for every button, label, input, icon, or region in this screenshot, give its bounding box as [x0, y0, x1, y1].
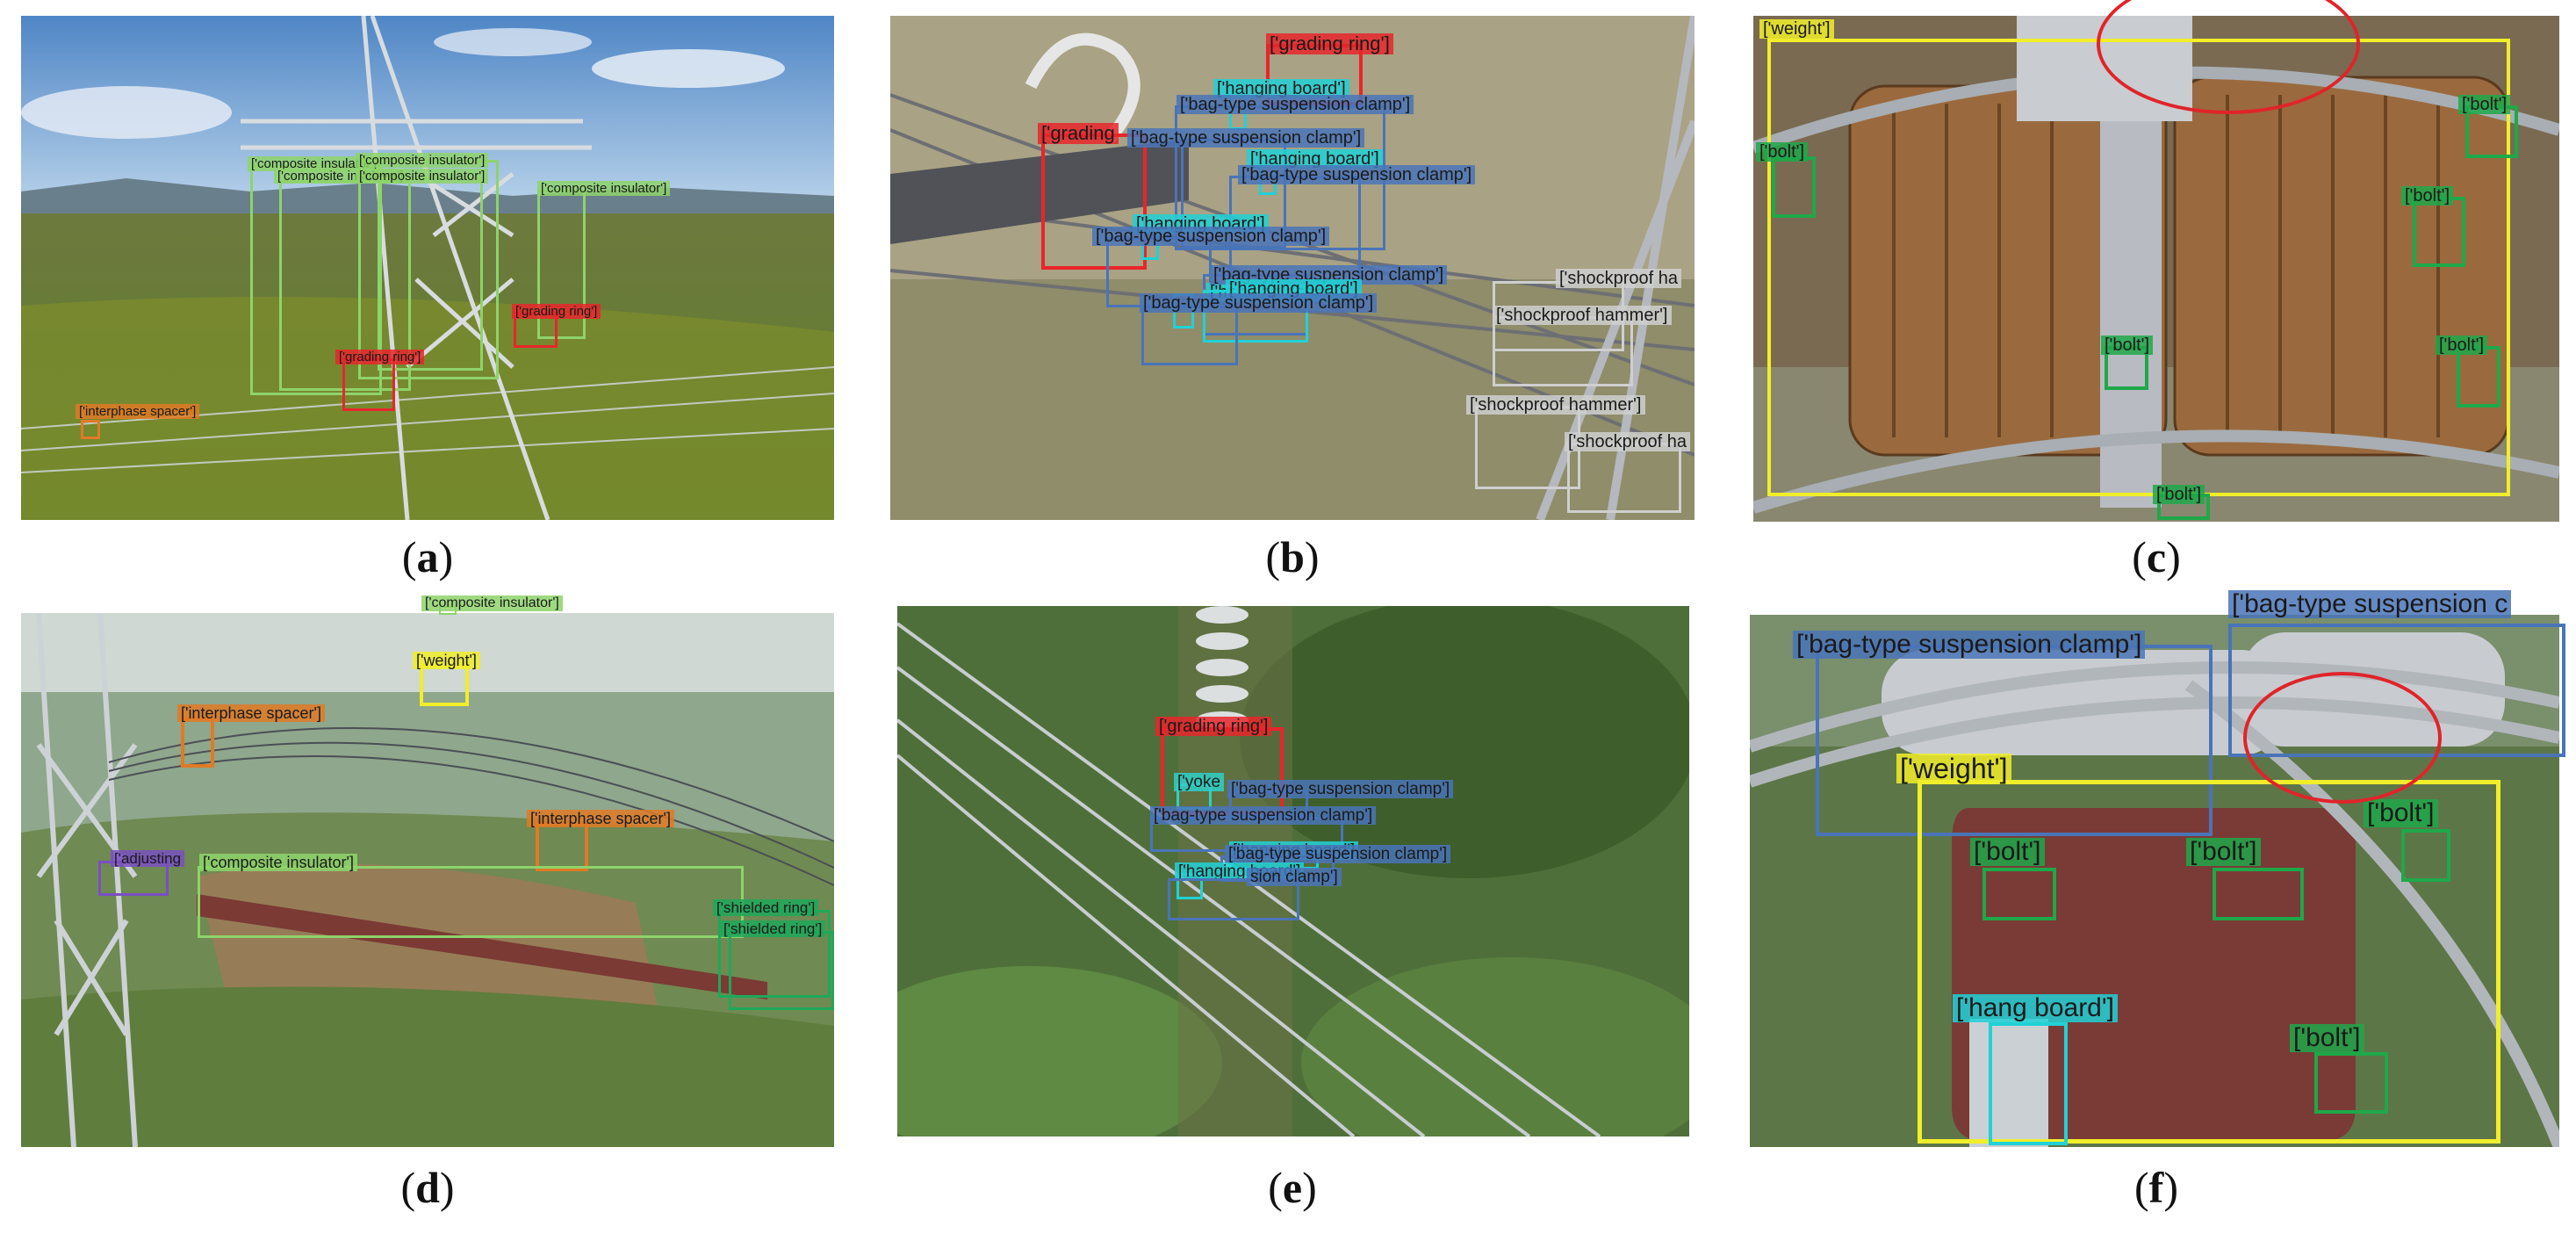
bbox-label-bolt: ['bolt']: [2186, 838, 2261, 866]
bbox-label-clamp: ['bag-type suspension clamp']: [1140, 293, 1378, 313]
bbox-label-composite: ['composite insulator']: [356, 153, 489, 168]
bbox-bolt: [2213, 868, 2304, 920]
panel-a-photo: [21, 16, 834, 520]
bbox-label-weight: ['weight']: [1896, 754, 2011, 783]
bbox-hanging: [1989, 1022, 2068, 1145]
bbox-label-bolt: ['bolt']: [2401, 186, 2453, 206]
bbox-grading: [342, 358, 395, 411]
caption-e: (e): [1268, 1163, 1317, 1212]
bbox-interphase: [81, 420, 100, 439]
bbox-label-clamp: ['bag-type suspension clamp']: [1227, 780, 1454, 798]
bbox-label-composite: ['composite insulator']: [199, 854, 357, 871]
bbox-label-clamp: ['bag-type suspension clamp']: [1793, 631, 2146, 659]
bbox-label-clamp: ['bag-type suspension clamp']: [1225, 845, 1451, 863]
bbox-label-shielded: ['shielded ring']: [713, 899, 819, 916]
bbox-label-clamp: ['bag-type suspension clamp']: [1238, 165, 1476, 184]
bbox-label-shockproof: ['shockproof ha: [1565, 432, 1691, 451]
bbox-label-grading: ['grading: [1038, 123, 1119, 144]
bbox-label-interphase: ['interphase spacer']: [527, 810, 674, 827]
bbox-label-composite: ['composite insulator']: [421, 595, 563, 611]
bbox-interphase: [181, 717, 214, 768]
bbox-label-hanging: ['hanging board']: [1247, 149, 1383, 169]
highlight-ellipse: [2243, 672, 2442, 804]
bbox-shockproof: [1493, 316, 1633, 386]
bbox-label-interphase: ['interphase spacer']: [177, 704, 325, 722]
bbox-label-clamp: ['bag-type suspension clamp']: [1150, 806, 1377, 825]
bbox-weight: [1767, 39, 2510, 496]
bbox-label-hanging: ['hanging board']: [1213, 79, 1349, 98]
bbox-shockproof: [1567, 443, 1681, 513]
bbox-weight: [420, 664, 469, 706]
bbox-label-clamp: ['bag-type suspension clamp']: [1127, 128, 1365, 148]
bbox-label-yoke: ['yoke: [1174, 773, 1225, 791]
bbox-composite: [198, 866, 744, 938]
bbox-bolt: [2401, 829, 2450, 882]
bbox-label-bolt: ['bolt']: [2290, 1024, 2364, 1052]
bbox-label-clamp: ['bag-type suspension clamp']: [1176, 95, 1414, 114]
bbox-label-bolt: ['bolt']: [2436, 336, 2487, 355]
bbox-bolt: [1982, 868, 2056, 920]
bbox-clamp: [1168, 878, 1299, 920]
bbox-label-shockproof: ['shockproof ha: [1556, 269, 1682, 288]
bbox-label-weight: ['weight']: [1759, 19, 1834, 39]
bbox-clamp: [1141, 306, 1238, 365]
bbox-label-clamp: ['bag-type suspension c: [2228, 590, 2512, 618]
bbox-label-grading: ['grading ring']: [1155, 717, 1272, 736]
bbox-label-shockproof: ['shockproof hammer']: [1493, 306, 1672, 325]
bbox-label-interphase: ['interphase spacer']: [76, 404, 200, 419]
bbox-label-shielded: ['shielded ring']: [720, 920, 826, 937]
bbox-label-grading: ['grading ring']: [512, 304, 601, 319]
bbox-label-composite: ['composite insulator']: [537, 181, 671, 196]
caption-c: (c): [2132, 532, 2181, 581]
bbox-interphase: [536, 822, 588, 871]
bbox-label-composite: ['composite insulator']: [248, 156, 381, 171]
bbox-label-shockproof: ['shockproof hammer']: [1466, 395, 1645, 415]
panel-a-landscape: [21, 16, 834, 520]
caption-b: (b): [1265, 532, 1320, 581]
bbox-weight: [1918, 780, 2500, 1144]
bbox-label-bolt: ['bolt']: [2458, 95, 2510, 114]
caption-a: (a): [401, 532, 454, 581]
bbox-label-composite: ['composite insulator']: [356, 169, 489, 184]
bbox-label-bolt: ['bolt']: [1756, 142, 1808, 162]
bbox-label-bolt: ['bolt']: [2364, 799, 2438, 827]
bbox-label-bolt: ['bolt']: [2153, 485, 2205, 504]
bbox-label-grading: ['grading ring']: [335, 350, 425, 364]
panel-d-photo: [21, 613, 834, 1147]
bbox-label-weight: ['weight']: [413, 652, 480, 669]
bbox-label-grading: ['grading ring']: [1266, 33, 1393, 54]
bbox-bolt: [1772, 156, 1816, 218]
bbox-label-adjusting: ['adjusting: [111, 850, 185, 867]
bbox-label-bolt: ['bolt']: [2101, 336, 2153, 355]
bbox-shielded: [729, 931, 834, 1010]
bbox-label-clamp: sion clamp']: [1247, 868, 1342, 886]
bbox-label-clamp: ['bag-type suspension clamp']: [1092, 227, 1330, 246]
bbox-bolt: [2413, 197, 2465, 267]
caption-d: (d): [400, 1163, 455, 1212]
bbox-label-bolt: ['bolt']: [1970, 838, 2045, 866]
caption-f: (f): [2134, 1163, 2178, 1212]
panel-d-scene: [21, 613, 834, 1147]
bbox-label-hanging: ['hang board']: [1953, 994, 2118, 1022]
bbox-bolt: [2314, 1052, 2388, 1114]
bbox-bolt: [2457, 346, 2500, 408]
bbox-composite: [378, 177, 483, 371]
